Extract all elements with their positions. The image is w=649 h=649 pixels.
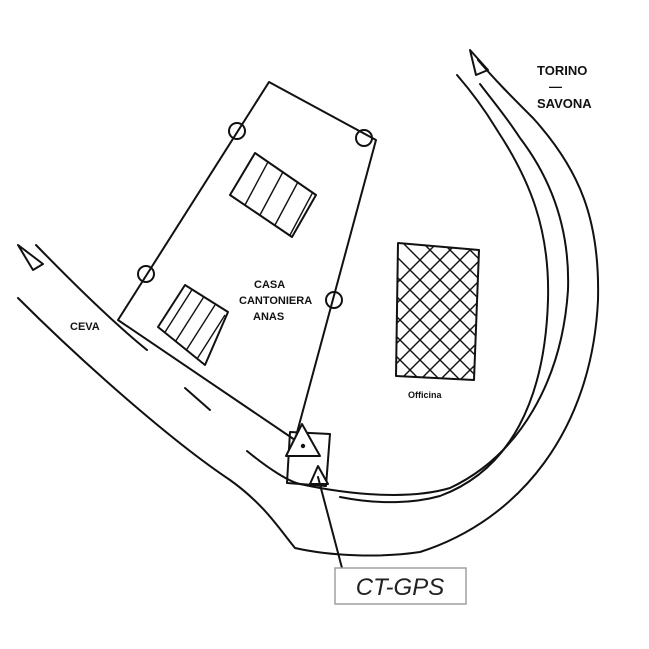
building-hatched-2 <box>157 284 229 366</box>
marker-circle-4 <box>325 291 343 309</box>
label-anas: ANAS <box>253 311 284 323</box>
property-boundary <box>117 81 377 441</box>
callout-box <box>334 567 467 605</box>
callout-leader <box>317 476 343 569</box>
label-dash: — <box>549 79 562 94</box>
building-officina <box>395 242 480 381</box>
arrow-ceva-icon <box>17 244 44 271</box>
label-casa: CASA <box>254 279 285 291</box>
survey-triangle-icon <box>285 423 321 457</box>
label-ceva: CEVA <box>70 321 100 333</box>
road-inner-edge-4 <box>339 74 550 504</box>
building-hatched-1 <box>229 152 317 238</box>
callout-label: CT-GPS <box>356 574 444 601</box>
road-outer-edge <box>17 59 600 557</box>
marker-circle-2 <box>355 129 373 147</box>
road-centerline <box>299 83 570 496</box>
arrow-torino-icon <box>469 49 489 76</box>
label-cantoniera: CANTONIERA <box>239 295 312 307</box>
road-inner-edge-1 <box>35 244 148 351</box>
survey-square <box>286 431 331 487</box>
label-savona: SAVONA <box>537 96 592 111</box>
label-torino: TORINO <box>537 63 587 78</box>
survey-dot-icon <box>300 443 306 449</box>
marker-circle-1 <box>228 122 246 140</box>
road <box>17 59 600 557</box>
road-inner-edge-2 <box>184 387 211 411</box>
marker-circle-3 <box>137 265 155 283</box>
label-officina: Officina <box>408 390 442 400</box>
